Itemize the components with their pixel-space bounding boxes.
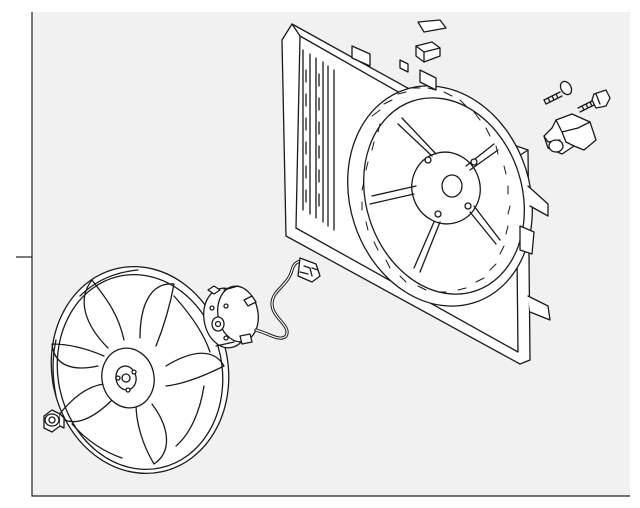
resistor	[543, 113, 597, 155]
frame-left-border	[31, 12, 630, 497]
fan-shroud	[281, 23, 551, 365]
mounting-screw	[543, 80, 573, 105]
motor-wiring-harness	[254, 257, 321, 340]
mounting-bolt	[577, 89, 611, 113]
blade-nut	[43, 409, 65, 433]
shroud-clip	[415, 19, 447, 63]
fan-blade	[50, 265, 230, 475]
fan-motor	[203, 285, 259, 349]
